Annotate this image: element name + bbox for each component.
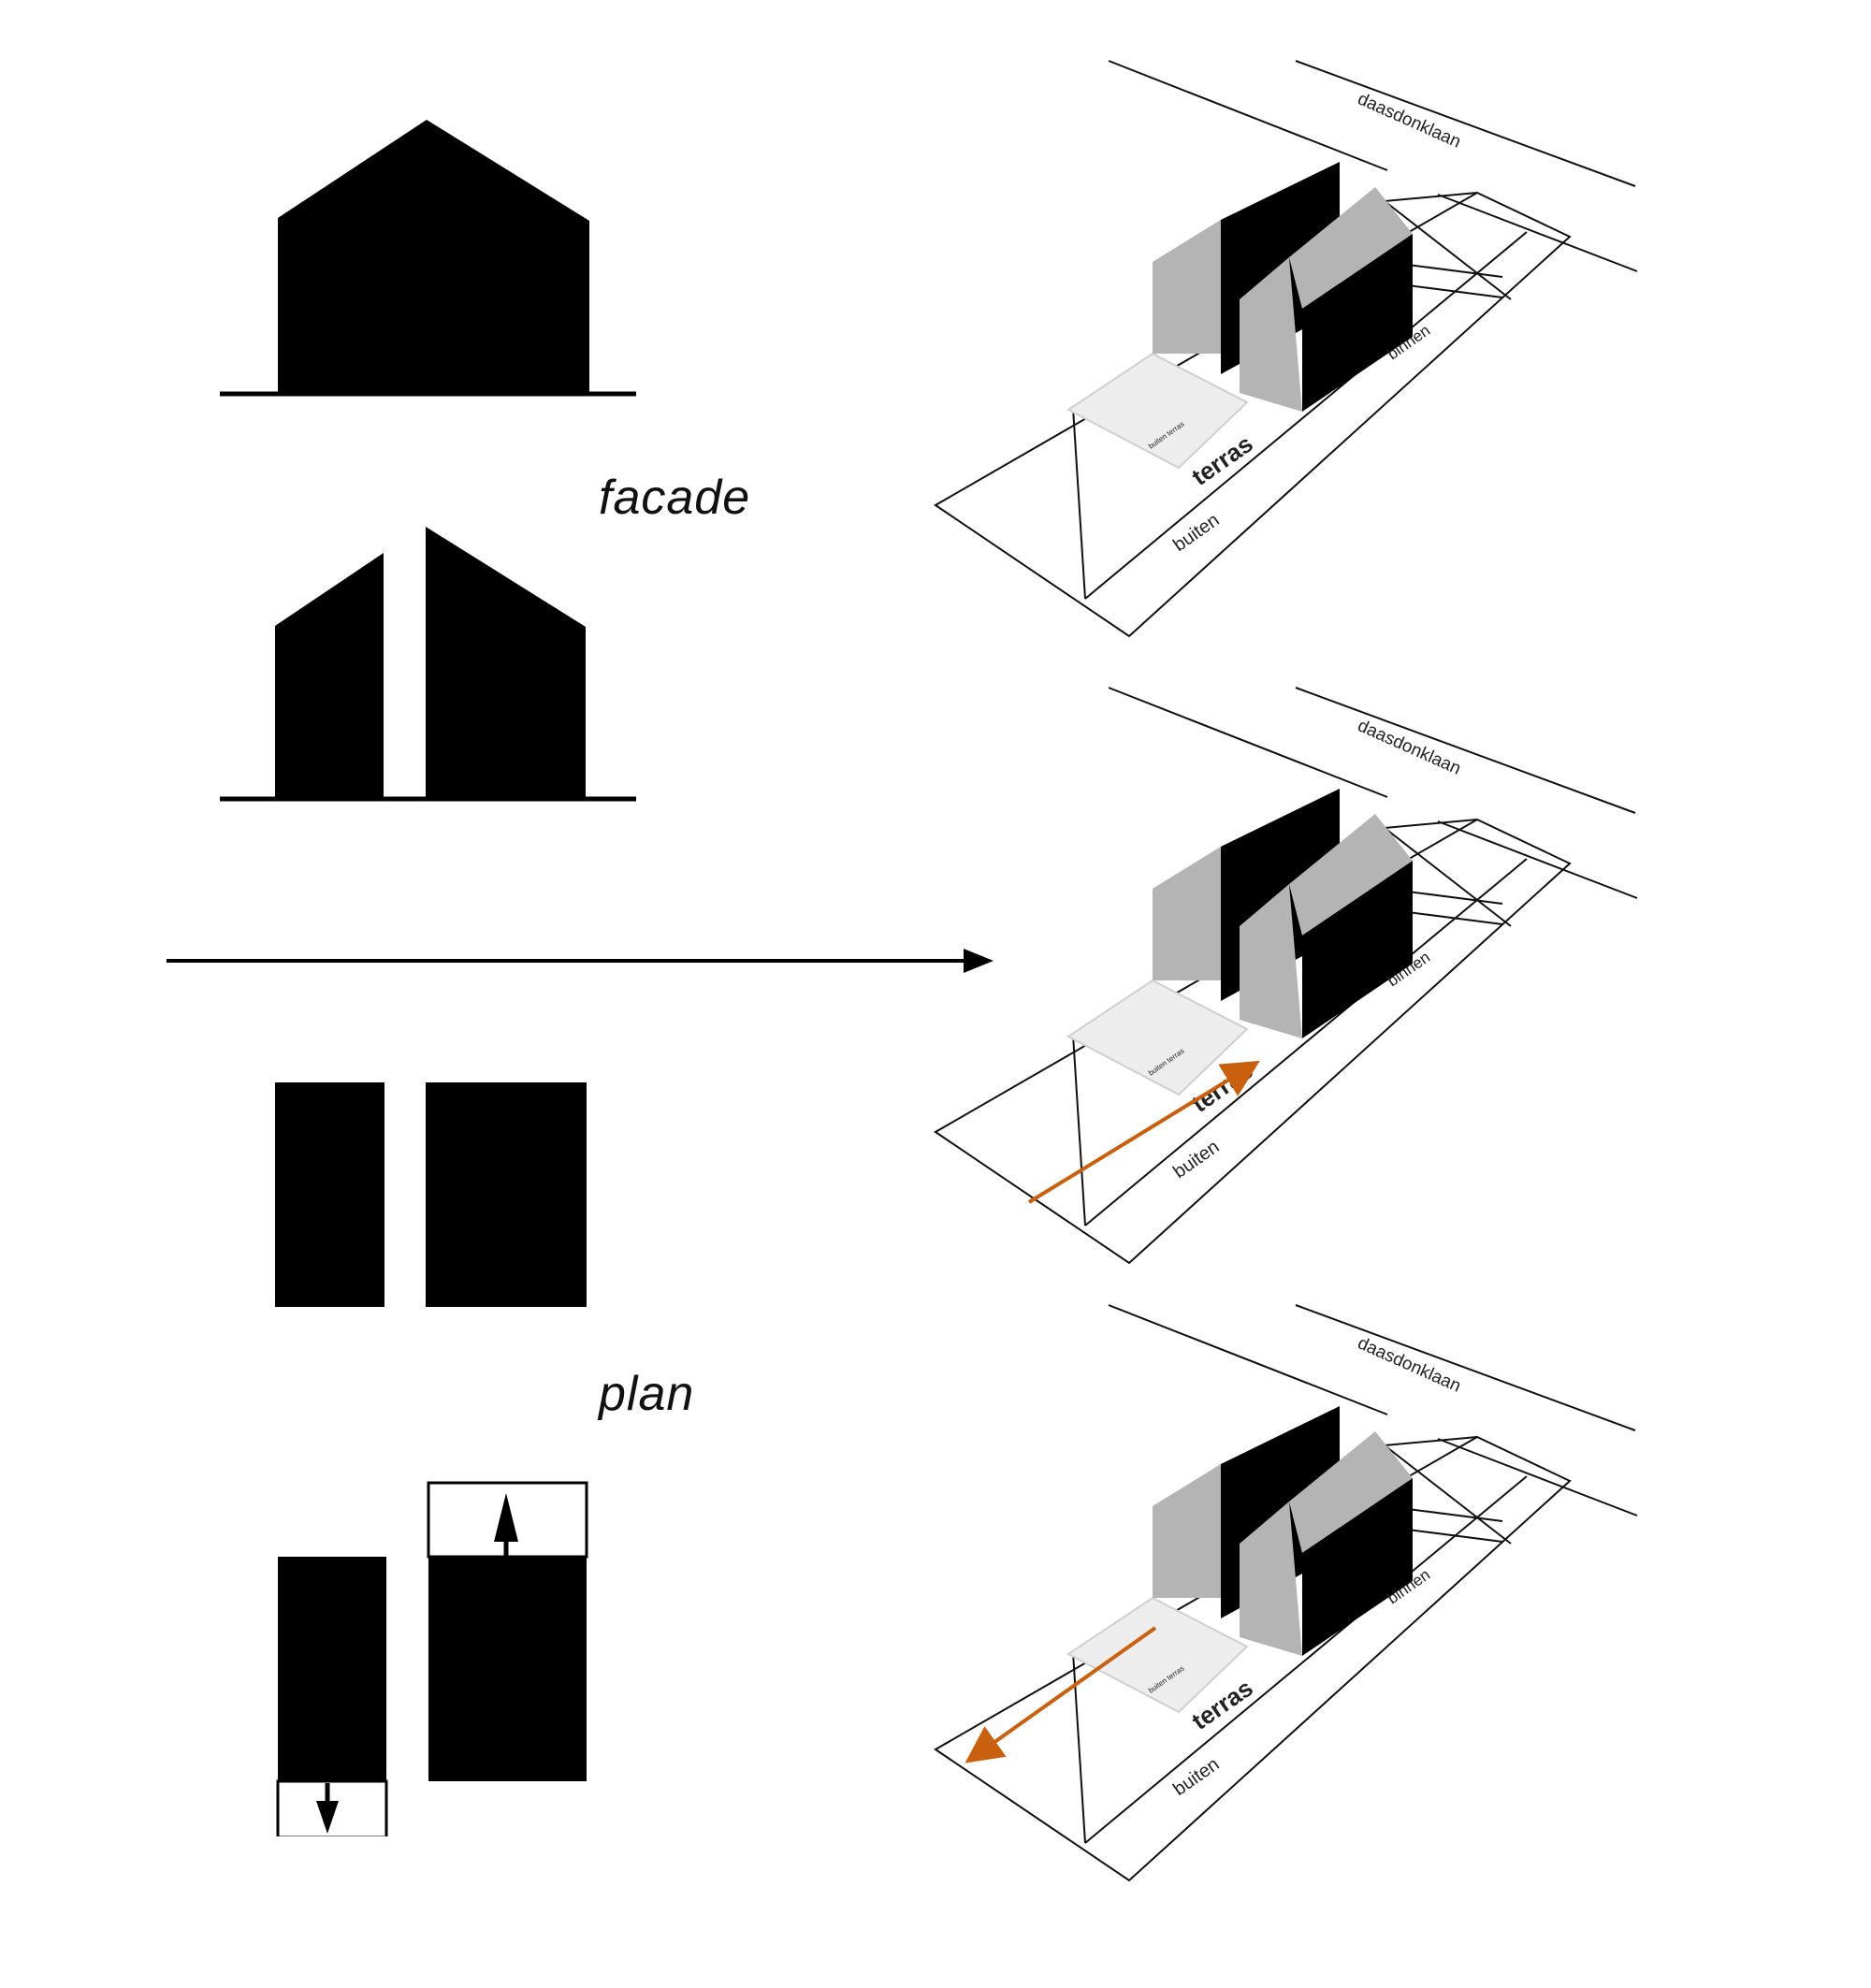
parcel-edge (1384, 192, 1478, 202)
parcel-edge (1384, 819, 1478, 829)
parcel-divider (1072, 1034, 1086, 1226)
street-label: daasdonklaan (1355, 716, 1464, 778)
block-front-side (1302, 861, 1413, 1038)
arrow-inward-icon (1027, 1060, 1260, 1204)
street-line (1295, 1304, 1636, 1431)
terrace-area (1066, 1596, 1249, 1714)
arrow-down-icon (316, 1783, 339, 1834)
strip-line (1384, 827, 1512, 927)
plan-label: plan (599, 1367, 695, 1421)
block-front-face (1240, 884, 1302, 1038)
arrow-outward-icon (965, 1626, 1157, 1763)
plan-shifted-blocks (271, 1481, 588, 1850)
plan-two-blocks (275, 1082, 587, 1307)
street-line (1108, 60, 1388, 171)
strip-line (1384, 1444, 1512, 1545)
block-front-side (1302, 1478, 1413, 1656)
block-front-roof (1289, 1431, 1413, 1553)
street-line (1295, 60, 1636, 187)
terrace-area (1066, 979, 1249, 1096)
street-label: daasdonklaan (1355, 89, 1464, 152)
parcel-divider (1072, 407, 1086, 600)
outside-label: buiten (1169, 1137, 1223, 1183)
strip-line (1407, 284, 1503, 298)
parcel-edge (1384, 1436, 1478, 1446)
block-front-side (1302, 234, 1413, 412)
street-line (1437, 820, 1638, 899)
block-front-face (1240, 1502, 1302, 1656)
block-back-face (1153, 1464, 1221, 1598)
strip-line (1407, 911, 1503, 925)
arrow-right-icon (167, 949, 994, 973)
block-back-face (1153, 220, 1221, 354)
strip-line (1084, 858, 1528, 1226)
strip-line (1407, 1529, 1503, 1543)
facade-split-house (220, 527, 636, 802)
strip-line (1407, 264, 1503, 278)
terrace-area (1066, 352, 1249, 470)
outside-label: buiten (1169, 1754, 1223, 1800)
street-line (1108, 1304, 1388, 1415)
block-front-face (1240, 257, 1302, 412)
outside-label: buiten (1169, 510, 1223, 556)
strip-line (1084, 231, 1528, 600)
strip-line (1084, 1475, 1528, 1844)
facade-label: facade (599, 471, 751, 525)
strip-line (1407, 1508, 1503, 1522)
block-front-roof (1289, 187, 1413, 309)
street-label: daasdonklaan (1355, 1333, 1464, 1396)
arrow-up-icon (494, 1493, 518, 1560)
facade-single-house (220, 120, 636, 397)
street-line (1295, 687, 1636, 814)
block-back-face (1153, 847, 1221, 980)
strip-line (1407, 891, 1503, 905)
street-line (1108, 687, 1388, 798)
street-line (1437, 1438, 1638, 1516)
block-front-roof (1289, 814, 1413, 936)
strip-line (1384, 200, 1512, 300)
street-line (1437, 194, 1638, 272)
